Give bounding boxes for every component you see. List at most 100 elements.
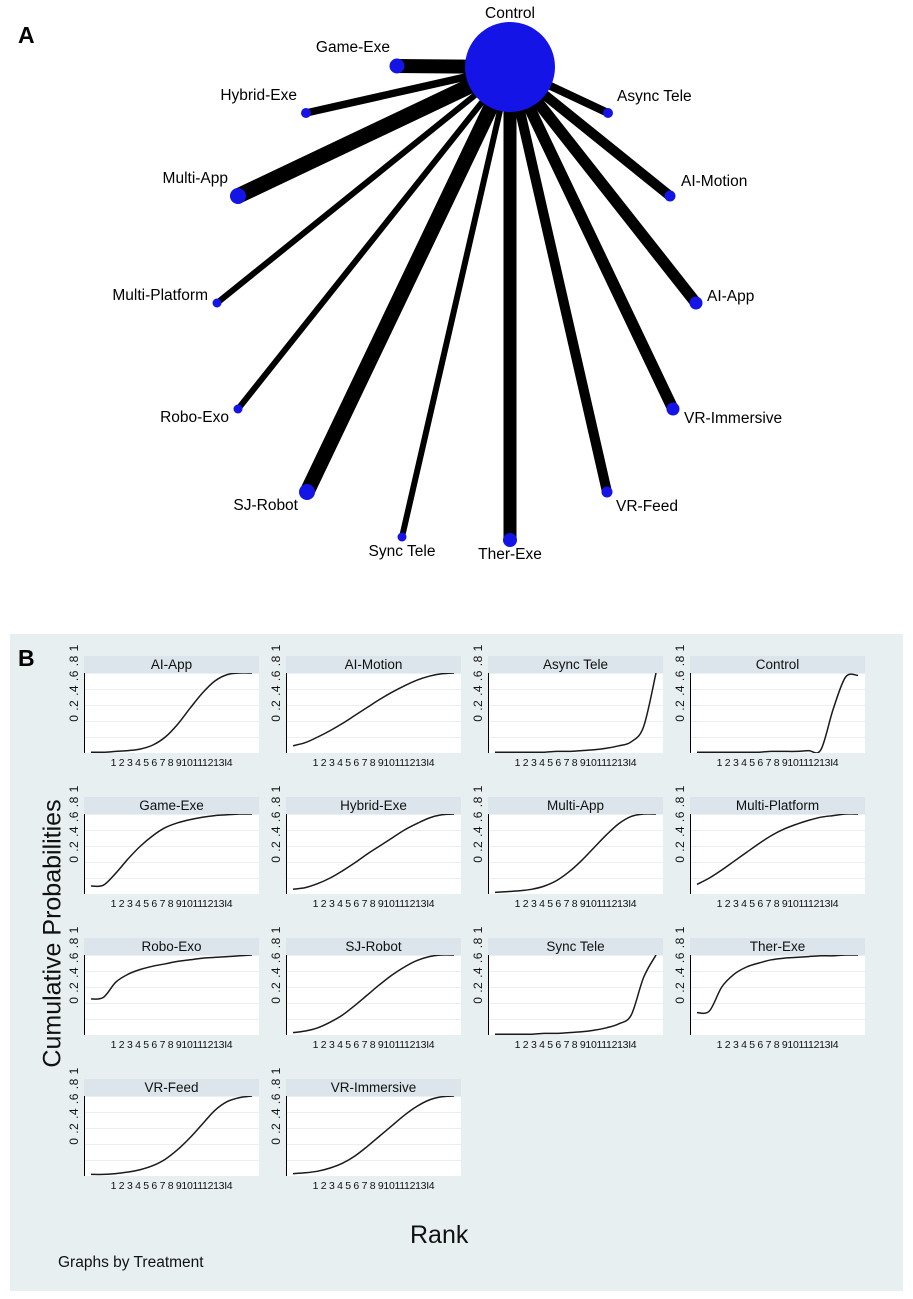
network-label-multi-platform: Multi-Platform [112,287,208,304]
subpanel-y-ticks: 0 .2 .4 .6 .8 1 [269,644,283,722]
subpanel-plot [84,814,259,894]
network-label-async-tele: Async Tele [617,88,692,105]
subpanel-x-ticks: 1 2 3 4 5 6 7 8 910111213I4 [716,757,839,769]
graphs-by-treatment-note: Graphs by Treatment [58,1254,204,1271]
network-edge [235,64,513,412]
subpanel-x-ticks: 1 2 3 4 5 6 7 8 910111213I4 [716,898,839,910]
network-edge [504,61,702,309]
panel-a-letter: A [18,22,35,48]
subpanel-plot [690,814,865,894]
network-node-robo-exo[interactable] [233,404,243,414]
network-label-vr-immersive: VR-Immersive [684,410,782,427]
network-node-multi-app[interactable] [230,188,246,204]
cumulative-probability-curve [90,1096,253,1176]
cumulative-probability-curve [292,1096,455,1175]
cumulative-probability-curve [292,955,454,1034]
network-node-game-exe[interactable] [389,58,405,74]
subpanel-plot [488,955,663,1035]
network-node-ai-app[interactable] [689,296,703,310]
subpanel-title: AI-Motion [286,656,461,673]
subpanel-plot [286,955,461,1035]
cumulative-probability-curve [495,673,657,753]
subpanel-plot [690,673,865,753]
cumulative-probability-curve [292,673,455,747]
network-label-robo-exo: Robo-Exo [160,409,229,426]
subpanel-x-ticks: 1 2 3 4 5 6 7 8 910111213I4 [312,757,435,769]
network-node-sync-tele[interactable] [397,532,407,542]
network-node-ai-motion[interactable] [664,190,676,202]
subpanel-title: Multi-Platform [690,797,865,814]
subpanel-y-ticks: 0 .2 .4 .6 .8 1 [67,785,81,863]
cumulative-probability-curve [697,673,859,753]
x-axis-title: Rank [410,1221,469,1249]
cumulative-probability-curve [90,955,253,1000]
subpanel-y-ticks: 0 .2 .4 .6 .8 1 [67,644,81,722]
network-label-hybrid-exe: Hybrid-Exe [220,87,297,104]
network-label-multi-app: Multi-App [163,170,228,187]
network-edge [399,64,513,540]
network-edges [214,59,702,547]
subpanel-title: Robo-Exo [84,938,259,955]
subpanel-title: Sync Tele [488,938,663,955]
subpanel-x-ticks: 1 2 3 4 5 6 7 8 910111213I4 [312,1039,435,1051]
subpanel-x-ticks: 1 2 3 4 5 6 7 8 910111213I4 [514,898,637,910]
subpanel-title: Ther-Exe [690,938,865,955]
subpanel-x-ticks: 1 2 3 4 5 6 7 8 910111213I4 [110,1180,233,1192]
subpanel-y-ticks: 0 .2 .4 .6 .8 1 [269,926,283,1004]
network-label-sj-robot: SJ-Robot [233,497,298,514]
network-nodes [212,22,703,547]
subpanel-x-ticks: 1 2 3 4 5 6 7 8 910111213I4 [514,1039,637,1051]
network-labels: ControlGame-ExeHybrid-ExeMulti-AppMulti-… [112,5,782,563]
network-node-control[interactable] [465,22,555,112]
cumulative-probability-curve [494,814,656,894]
subpanel-title: AI-App [84,656,259,673]
subpanel-x-ticks: 1 2 3 4 5 6 7 8 910111213I4 [716,1039,839,1051]
subpanel-plot [286,1096,461,1176]
network-edge [230,59,518,204]
subpanel-plot [84,1096,259,1176]
network-node-sj-robot[interactable] [299,484,315,500]
network-edge [505,62,612,497]
subpanel-title: Multi-App [488,797,663,814]
network-node-vr-immersive[interactable] [666,402,680,416]
subpanel-plot [84,955,259,1035]
cumulative-probability-curve [90,673,252,753]
network-node-multi-platform[interactable] [212,298,222,308]
subpanel-y-ticks: 0 .2 .4 .6 .8 1 [471,785,485,863]
panel-b-letter: B [18,645,35,671]
subpanel-y-ticks: 0 .2 .4 .6 .8 1 [269,1067,283,1145]
network-node-vr-feed[interactable] [601,486,613,498]
network-label-vr-feed: VR-Feed [616,498,678,515]
subpanel-plot [488,673,663,753]
network-node-hybrid-exe[interactable] [301,108,311,118]
network-label-ai-motion: AI-Motion [681,173,747,190]
subpanel-title: Async Tele [488,656,663,673]
subpanel-plot [286,814,461,894]
subpanel-plot [84,673,259,753]
subpanel-plot [690,955,865,1035]
network-label-sync-tele: Sync Tele [369,543,436,560]
network-edge [214,64,513,306]
subpanel-y-ticks: 0 .2 .4 .6 .8 1 [673,785,687,863]
subpanel-plot [286,673,461,753]
subpanel-y-ticks: 0 .2 .4 .6 .8 1 [67,1067,81,1145]
network-node-ther-exe[interactable] [503,533,517,547]
network-graph: ControlGame-ExeHybrid-ExeMulti-AppMulti-… [112,5,782,563]
cumulative-probability-curve [696,955,858,1015]
network-node-async-tele[interactable] [603,108,613,118]
subpanel-x-ticks: 1 2 3 4 5 6 7 8 910111213I4 [110,757,233,769]
